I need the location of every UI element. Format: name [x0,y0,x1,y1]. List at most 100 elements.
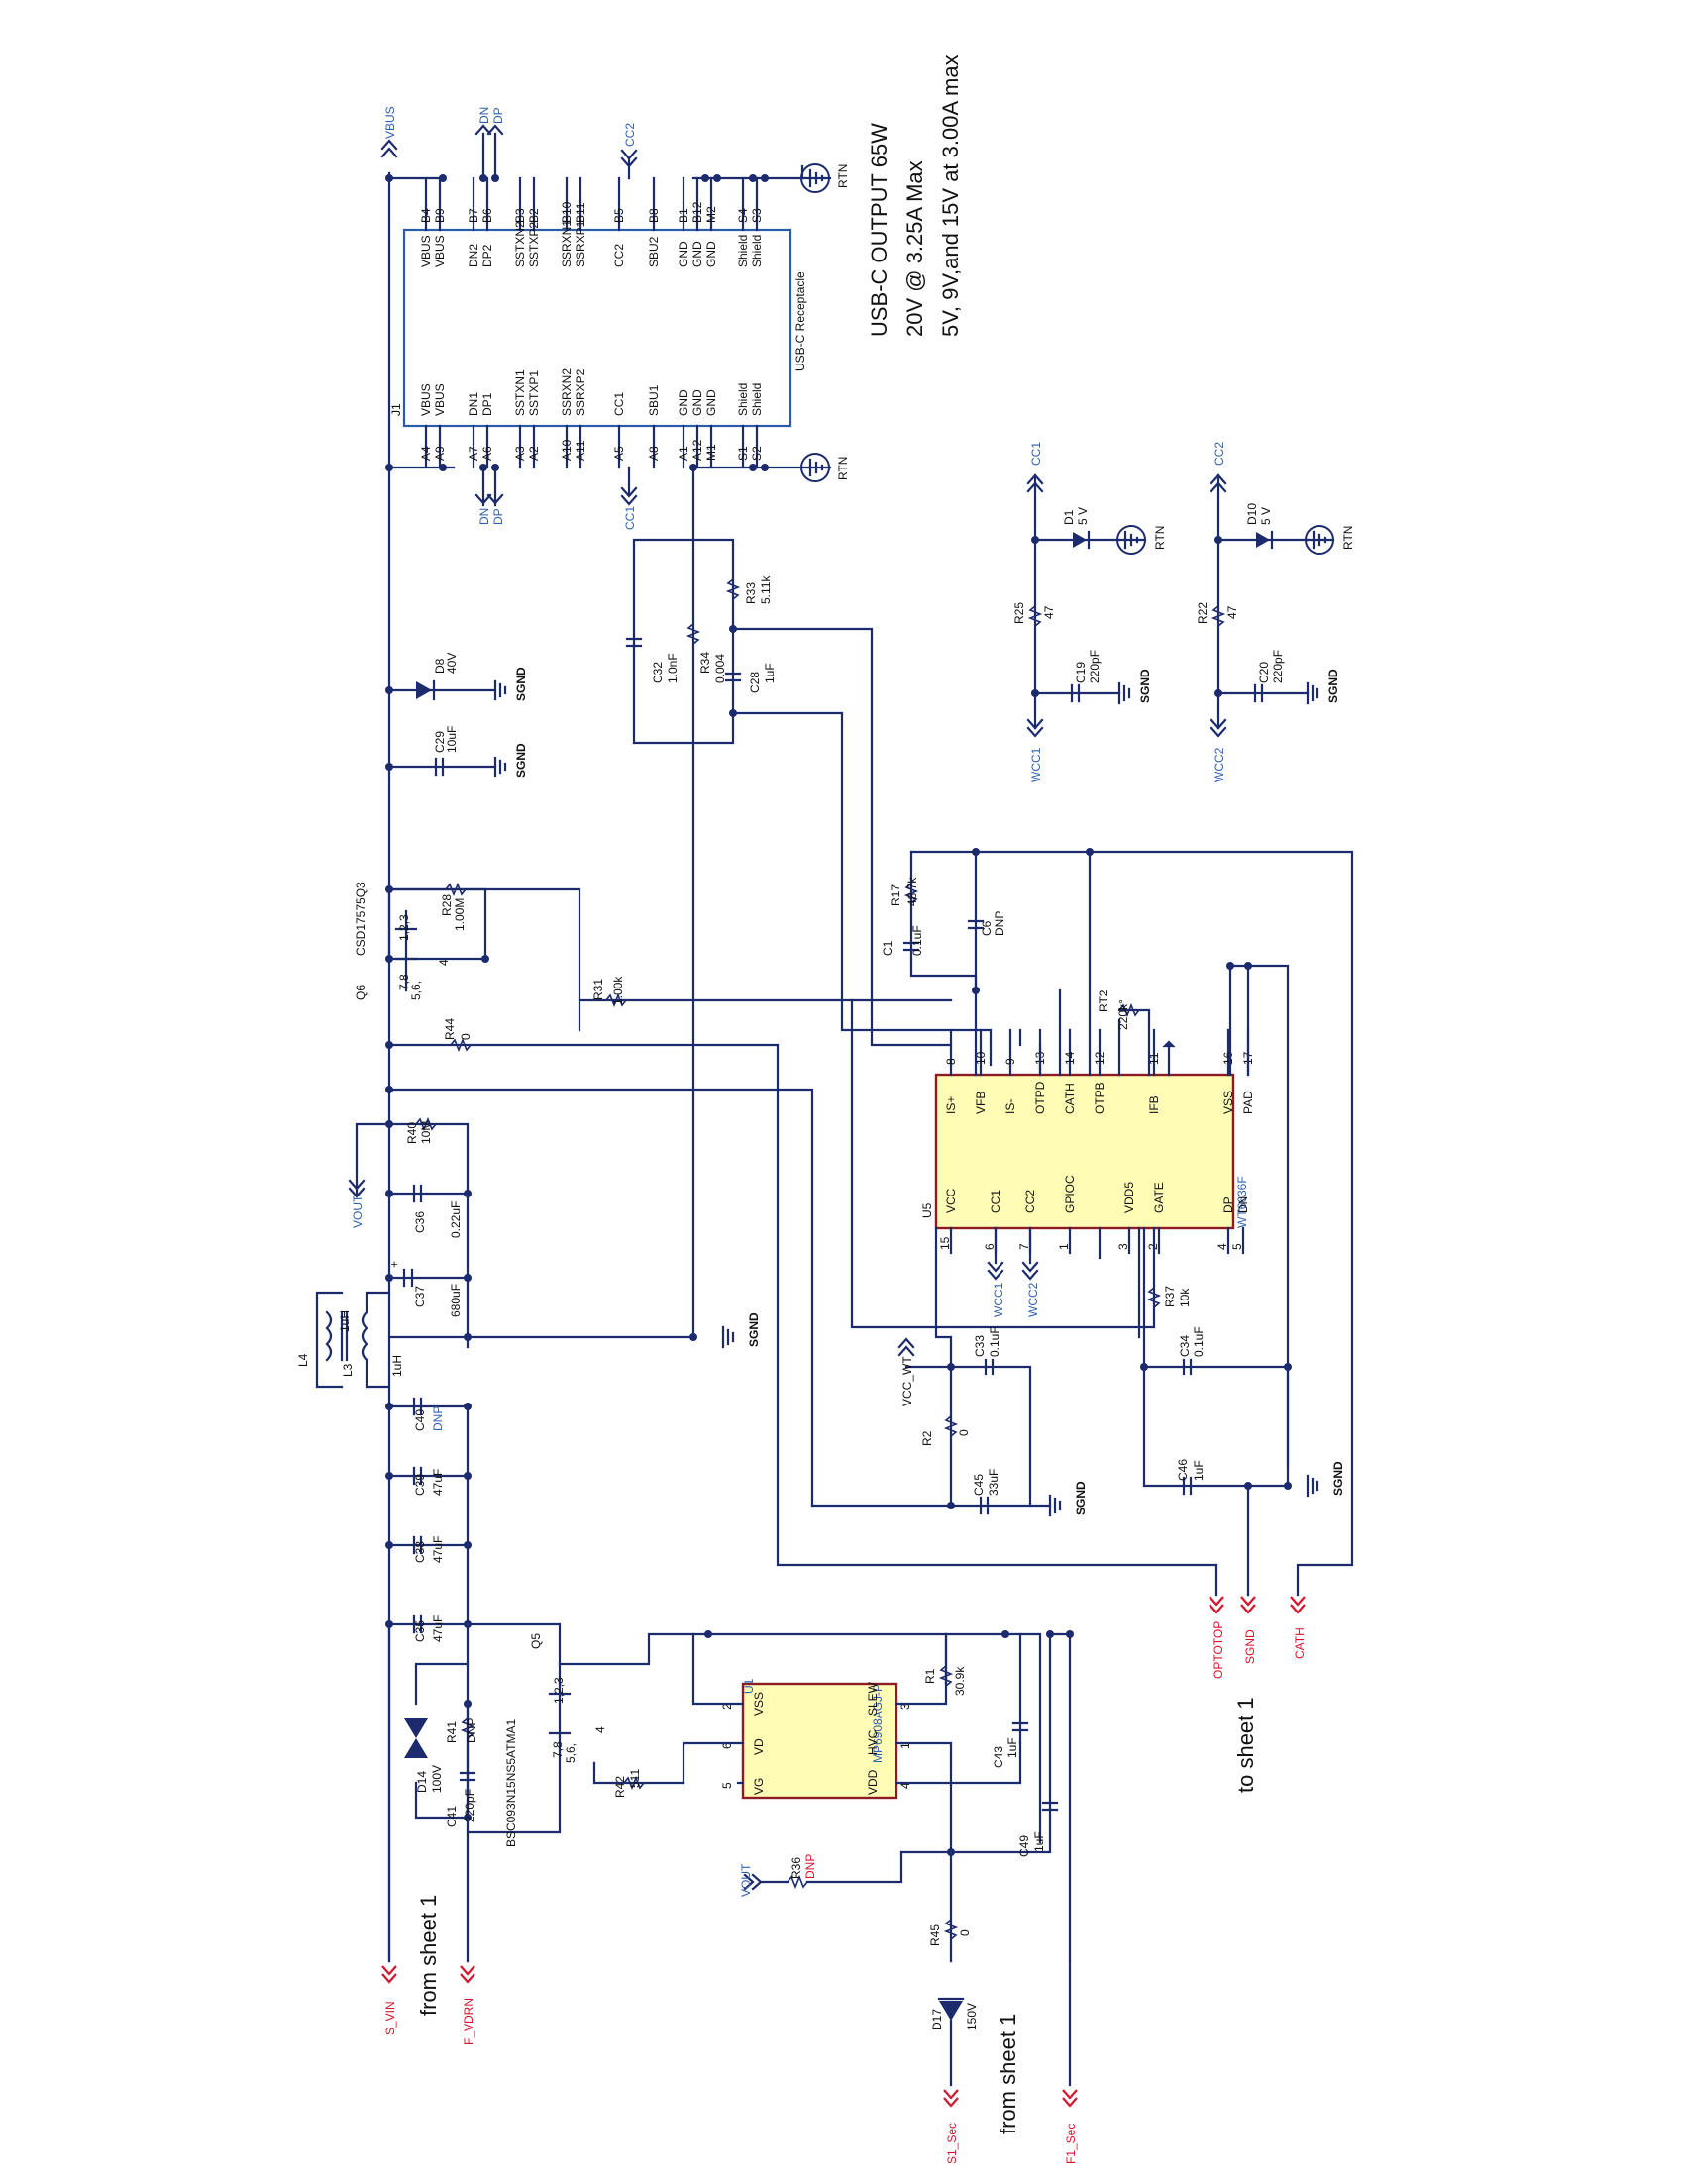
r17-c1-net [909,850,978,1077]
j1-pin-name: VBUS [433,383,447,416]
r1-value: 30.9k [953,1666,967,1696]
connector-sgnd-out[interactable]: SGND [1240,1596,1257,1664]
capacitor-icon [724,672,742,682]
junction [1001,1630,1009,1638]
q6-pin4: 4 [437,959,451,966]
u5-controller: U5 WT6636F 8IS+10VFB9IS-13OTPD14CATH12OT… [920,1028,1255,1255]
connector-cc2-top[interactable]: CC2 [620,123,638,168]
c34-ref: C34 [1178,1335,1192,1357]
c6-value: DNP [993,911,1006,936]
q5-drain-net [466,1622,562,1686]
connector-f1-sec[interactable]: F1_Sec [1062,2089,1078,2164]
u5-wiring: R17 48.7k C1 0.1uF C6 DNP RT2 220k° R37 … [810,848,1354,1597]
j1-pin-number: A2 [527,446,541,461]
j1-pin-name: GND [677,389,690,416]
connector-vcc-wt[interactable]: VCC_WT [897,1337,915,1406]
j1-pin-number: S4 [736,208,750,223]
resistor-icon [1146,1287,1162,1308]
u5-pin-name: VDD5 [1122,1182,1136,1213]
c35-value: 47uF [431,1615,445,1642]
r34-value: 0.004 [713,654,727,683]
u1-pin-number: 2 [720,1703,734,1710]
connector-vout-u1[interactable]: VOUT [739,1863,789,1897]
junction [385,464,393,471]
u5-pin-number: 12 [1093,1051,1106,1065]
connector-dn-dp-bottom[interactable]: DN DP [474,493,505,525]
connector-vout[interactable]: VOUT [348,1179,366,1228]
r17-value: 48.7k [905,877,919,906]
c43-value: 1uF [1005,1737,1019,1758]
u1-pin-number: 1 [898,1742,912,1749]
j1-pin-name: SSRXN2 [560,368,574,416]
ground-icon [1306,1474,1319,1498]
d10-ref: D10 [1245,503,1259,525]
cc1-esd-network: D1 5 V R25 47 C19 220pF RTN SGND [1012,473,1167,730]
junction [385,1472,393,1480]
r41-ref: R41 [445,1721,459,1743]
resistor-icon [787,1874,808,1890]
cc2-esd-network: D10 5 V R22 47 C20 220pF RTN SGND [1196,473,1355,730]
r36-value: DNP [803,1854,817,1879]
connector-cath[interactable]: CATH [1290,1596,1307,1659]
resistor-icon [685,623,701,645]
junction [729,709,737,717]
r40-value: 10M [419,1121,433,1144]
otpd-link [1018,1028,1042,1077]
q5-pins-b: 5,6, [564,1743,578,1763]
j1-pin-number: B7 [467,208,480,223]
junction [464,1274,472,1282]
junction [761,464,769,471]
sgnd-label: SGND [747,1312,761,1347]
connector-dn-dp-top[interactable]: DN DP [474,107,505,136]
title-block: USB-C OUTPUT 65W 20V @ 3.25A Max 5V, 9V,… [867,54,963,337]
q6-pins-a: 1,2,3 [397,914,411,941]
u5-pin-number: 6 [983,1243,997,1250]
capacitor-icon [412,1535,423,1555]
connector-vbus[interactable]: VBUS [380,106,398,158]
connector-f-vdrn[interactable]: F_VDRN [460,1965,475,2045]
connector-cc1-bottom[interactable]: CC1 [620,486,638,530]
junction [729,625,737,633]
r45-value: 0 [958,1929,972,1936]
ground-icon [1048,1494,1062,1517]
connector-wcc1-esd[interactable]: WCC1 [1026,718,1044,782]
connector-wcc2-u5[interactable]: WCC2 [1021,1226,1040,1317]
capacitor-icon [1070,683,1081,703]
connector-optotop[interactable]: OPTOTOP [1209,1596,1225,1679]
connector-s1-sec[interactable]: S1_Sec [943,2089,959,2164]
c19-value: 220pF [1088,650,1102,683]
wcc1-label-u5: WCC1 [992,1282,1005,1317]
connector-wcc2-esd[interactable]: WCC2 [1210,718,1227,782]
u1-pin-number: 5 [720,1782,734,1789]
connector-cc1-esd[interactable]: CC1 [1026,442,1044,493]
capacitor-icon [1011,1721,1029,1732]
connector-wcc1-u5[interactable]: WCC1 [987,1226,1005,1317]
from-sheet1-bottom-note: from sheet 1 [996,2014,1020,2134]
c37-plus: + [387,1261,401,1268]
usb-c-receptacle-j1: J1 USB-C Receptacle A4VBUSA9VBUSA7DN1A6D… [389,176,807,469]
connector-s-vin[interactable]: S_VIN [381,1965,397,2035]
j1-pin-name: SSTXP1 [527,370,541,416]
r22-ref: R22 [1196,602,1210,624]
c37-ref: C37 [413,1286,427,1307]
cath-label: CATH [1293,1627,1307,1659]
s1-sec-rail [899,1850,953,1963]
connector-cc2-esd[interactable]: CC2 [1210,442,1227,493]
l3-ref: L3 [341,1363,355,1377]
j1-pin-number: A6 [480,446,494,461]
wcc1-label-esd: WCC1 [1029,747,1043,782]
r37-value: 10k [1178,1288,1192,1307]
rtn-label: RTN [1153,526,1167,550]
c49-value: 1uF [1032,1831,1046,1852]
u5-body [934,1073,1235,1230]
d14-ref: D14 [415,1771,429,1793]
s1-sec-label: S1_Sec [945,2123,959,2164]
sgnd-ground-c29: SGND [493,743,528,778]
inductor-icon [340,1310,368,1362]
j1-pin-number: B2 [527,208,541,223]
ground-icon [1306,681,1319,705]
j1-body [402,228,792,428]
tvs-diode-icon [404,1738,428,1758]
j1-pin-name: SBU2 [647,236,661,267]
cath-otpd-links [1058,850,1092,1077]
